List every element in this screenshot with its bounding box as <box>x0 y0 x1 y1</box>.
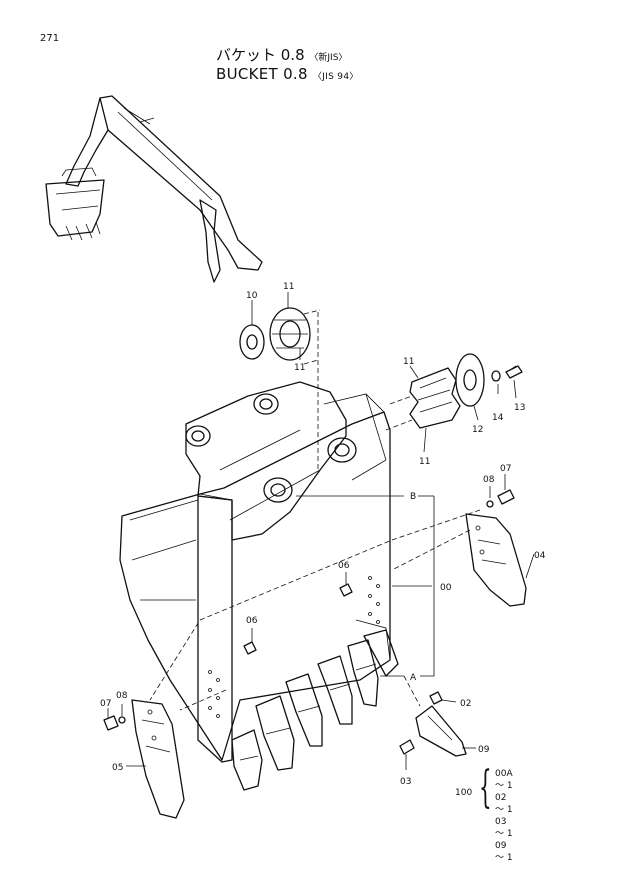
kit-row-code: 03 <box>495 817 507 827</box>
kit-row-qty: ～ 1 <box>495 781 513 791</box>
callout-11-right-upper: 11 <box>403 357 414 367</box>
kit-rows: 00A～ 1 02～ 1 03～ 1 09～ 1 <box>495 768 527 864</box>
kit-number: 100 <box>455 788 473 798</box>
callout-07-left: 07 <box>100 699 111 709</box>
page-title-english: BUCKET 0.8 〈JIS 94〉 <box>216 65 359 83</box>
kit-row-qty: ～ 1 <box>495 805 513 815</box>
excavator-attachment-thumbnail <box>45 95 263 283</box>
pin-washer-group-right <box>409 353 523 429</box>
pin-washer-group-upper <box>239 307 311 361</box>
callout-11-right-lower: 11 <box>419 457 430 467</box>
bucket-teeth <box>231 629 399 791</box>
bucket-body <box>119 381 391 763</box>
callout-08-right: 08 <box>483 475 495 485</box>
callout-07-right: 07 <box>500 464 511 474</box>
callout-14: 14 <box>492 413 504 423</box>
page-number: 271 <box>40 33 60 44</box>
callout-11-upper: 11 <box>283 282 294 292</box>
callout-A: A <box>410 673 417 683</box>
kit-row: 03～ 1 <box>495 816 527 840</box>
kit-row: 02～ 1 <box>495 792 527 816</box>
callout-08-left: 08 <box>116 691 128 701</box>
callout-13: 13 <box>514 403 525 413</box>
callout-11-lower: 11 <box>294 363 305 373</box>
title-en-text: BUCKET 0.8 <box>216 65 308 83</box>
page-title-japanese: バケット 0.8 〈新JIS〉 <box>216 44 347 65</box>
kit-row-qty: ～ 1 <box>495 853 513 863</box>
title-jp-standard: 〈新JIS〉 <box>309 53 348 63</box>
callout-12: 12 <box>472 425 483 435</box>
kit-row: 00A～ 1 <box>495 768 527 792</box>
callout-10: 10 <box>246 291 258 301</box>
kit-row-qty: ～ 1 <box>495 829 513 839</box>
kit-row-code: 09 <box>495 841 507 851</box>
callout-09: 09 <box>478 745 490 755</box>
callout-B: B <box>410 492 416 502</box>
callout-06-right: 06 <box>338 561 350 571</box>
title-en-standard: 〈JIS 94〉 <box>312 72 359 82</box>
leader-lines <box>107 292 535 770</box>
kit-row: 09～ 1 <box>495 840 527 864</box>
bolts-06 <box>243 583 353 655</box>
side-cutter-right <box>465 489 527 607</box>
callout-02: 02 <box>460 699 471 709</box>
side-cutter-left <box>103 699 185 819</box>
kit-brace: { <box>479 762 492 813</box>
callout-00: 00 <box>440 583 452 593</box>
callout-03: 03 <box>400 777 411 787</box>
callout-06-left: 06 <box>246 616 258 626</box>
callout-05: 05 <box>112 763 123 773</box>
kit-row-code: 00A <box>495 769 513 779</box>
title-jp-text: バケット 0.8 <box>216 46 305 64</box>
callout-labels: 10 11 11 11 11 12 13 14 07 08 04 B 00 A … <box>100 282 546 787</box>
tooth-assembly <box>399 691 467 757</box>
callout-04: 04 <box>534 551 546 561</box>
kit-row-code: 02 <box>495 793 507 803</box>
